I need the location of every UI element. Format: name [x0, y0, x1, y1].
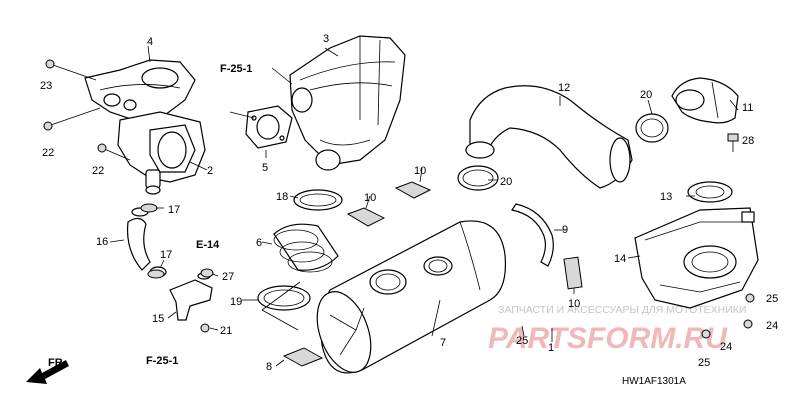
part-28-screw	[727, 133, 739, 152]
part-3-cover	[289, 35, 406, 171]
part-6-boot	[257, 189, 343, 311]
callout-12: 12	[558, 82, 570, 94]
part-5-gasket	[245, 105, 293, 149]
callout-5: 5	[262, 162, 268, 174]
callout-28: 28	[742, 135, 754, 147]
callout-3: 3	[323, 33, 329, 45]
ref-f25-top: F-25-1	[220, 63, 252, 75]
callout-10a: 10	[414, 165, 426, 177]
part-4-housing	[84, 59, 196, 123]
callout-24a: 24	[766, 320, 778, 332]
diagram-code: HW1AF1301A	[622, 376, 686, 387]
callout-7: 7	[440, 337, 446, 349]
watermark-line2: PARTSFORM.RU	[488, 322, 728, 355]
callout-10c: 10	[568, 298, 580, 310]
part-8-pad	[282, 347, 324, 367]
callout-16: 16	[96, 236, 108, 248]
callout-20b: 20	[640, 89, 652, 101]
callout-numbers: 1 2 3 4 5 6 7 8 9 10 10 10 11 12 13 14 1…	[40, 33, 778, 373]
part-12-tube	[465, 85, 633, 189]
fasteners-left	[43, 59, 214, 279]
callout-25a: 25	[766, 293, 778, 305]
ref-f25-bottom: F-25-1	[146, 355, 178, 367]
part-15-joint	[169, 272, 213, 333]
part-13-grommet	[687, 181, 733, 203]
callout-21: 21	[220, 325, 232, 337]
part-10-pads	[346, 181, 583, 290]
callout-15: 15	[152, 313, 164, 325]
callout-18: 18	[276, 191, 288, 203]
callout-11: 11	[742, 102, 753, 114]
watermark-line1: ЗАПЧАСТИ И АКСЕССУАРЫ ДЛЯ МОТОТЕХНИКИ	[498, 304, 746, 316]
part-9-strap	[511, 203, 554, 267]
callout-27: 27	[222, 271, 234, 283]
callout-25b: 25	[516, 335, 528, 347]
callout-17a: 17	[168, 204, 180, 216]
front-label: FR.	[48, 357, 66, 369]
callout-2: 2	[207, 165, 213, 177]
callout-6: 6	[256, 237, 262, 249]
callout-24b: 24	[720, 341, 732, 353]
ref-e14: E-14	[196, 239, 220, 251]
callout-10b: 10	[364, 192, 376, 204]
callout-9: 9	[562, 224, 568, 236]
callout-14: 14	[614, 253, 626, 265]
callout-8: 8	[266, 361, 272, 373]
callout-25c: 25	[698, 357, 710, 369]
callout-20a: 20	[500, 176, 512, 188]
part-2-pump	[117, 111, 206, 195]
part-7-muffler	[316, 220, 507, 374]
leader-lines	[109, 45, 739, 367]
callout-17b: 17	[160, 249, 172, 261]
callout-23: 23	[40, 80, 52, 92]
part-20-clamps	[457, 113, 669, 191]
callout-22a: 22	[42, 147, 54, 159]
callout-1: 1	[548, 342, 554, 354]
callout-22b: 22	[92, 165, 104, 177]
callout-13: 13	[660, 191, 672, 203]
callout-4: 4	[147, 36, 153, 48]
fasteners-right	[701, 293, 755, 339]
watermark: ЗАПЧАСТИ И АКСЕССУАРЫ ДЛЯ МОТОТЕХНИКИ PA…	[488, 304, 746, 355]
part-14-case	[634, 207, 759, 309]
part-11-elbow	[671, 77, 739, 124]
callout-19: 19	[230, 296, 242, 308]
front-arrow: FR.	[26, 357, 69, 384]
